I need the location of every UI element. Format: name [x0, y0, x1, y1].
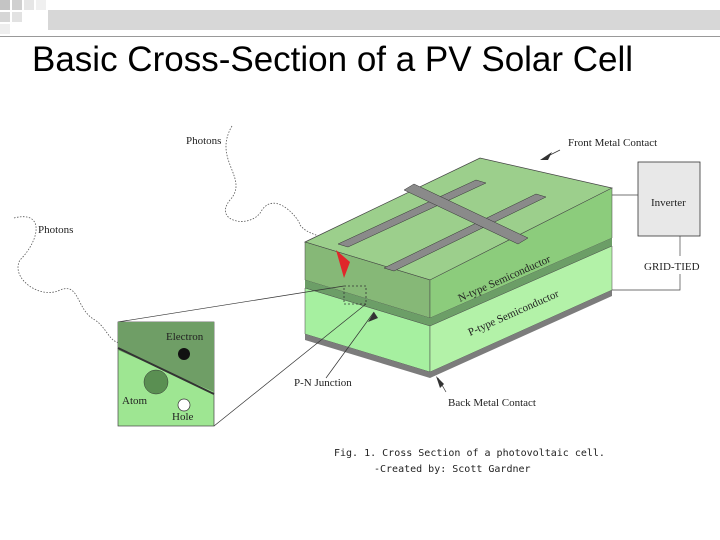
- grid-tied-label: GRID-TIED: [644, 261, 700, 273]
- top-rule: [48, 10, 720, 30]
- page-title: Basic Cross-Section of a PV Solar Cell: [32, 40, 634, 79]
- caption-line-2: -Created by: Scott Gardner: [374, 464, 531, 475]
- inverter-box: [637, 161, 701, 237]
- pn-junction-band-right: [430, 238, 612, 326]
- inset-top-layer: [118, 322, 214, 392]
- back-metal-contact-label: Back Metal Contact: [448, 397, 536, 409]
- hole-circle: [177, 398, 191, 412]
- caption-line-1: Fig. 1. Cross Section of a photovoltaic …: [334, 448, 605, 459]
- electron-label: Electron: [166, 331, 204, 343]
- front-metal-contact-label: Front Metal Contact: [568, 137, 657, 149]
- photons-left-label: Photons: [38, 224, 73, 236]
- back-metal-contact: [305, 290, 612, 378]
- hole-label: Hole: [172, 411, 194, 423]
- pn-junction-label: P-N Junction: [294, 377, 352, 389]
- photons-top-label: Photons: [186, 135, 221, 147]
- photon-arrow-top: [336, 250, 350, 278]
- atom-label: Atom: [122, 395, 148, 407]
- inverter-label: Inverter: [651, 197, 686, 209]
- electron-dot: [178, 348, 190, 360]
- top-rule-line: [0, 36, 720, 37]
- metal-bus-bar: [403, 183, 529, 245]
- photon-path-top: [225, 125, 346, 263]
- atom-circle: [143, 369, 169, 395]
- pn-junction-band: [305, 280, 430, 326]
- photon-path-left: [13, 216, 131, 343]
